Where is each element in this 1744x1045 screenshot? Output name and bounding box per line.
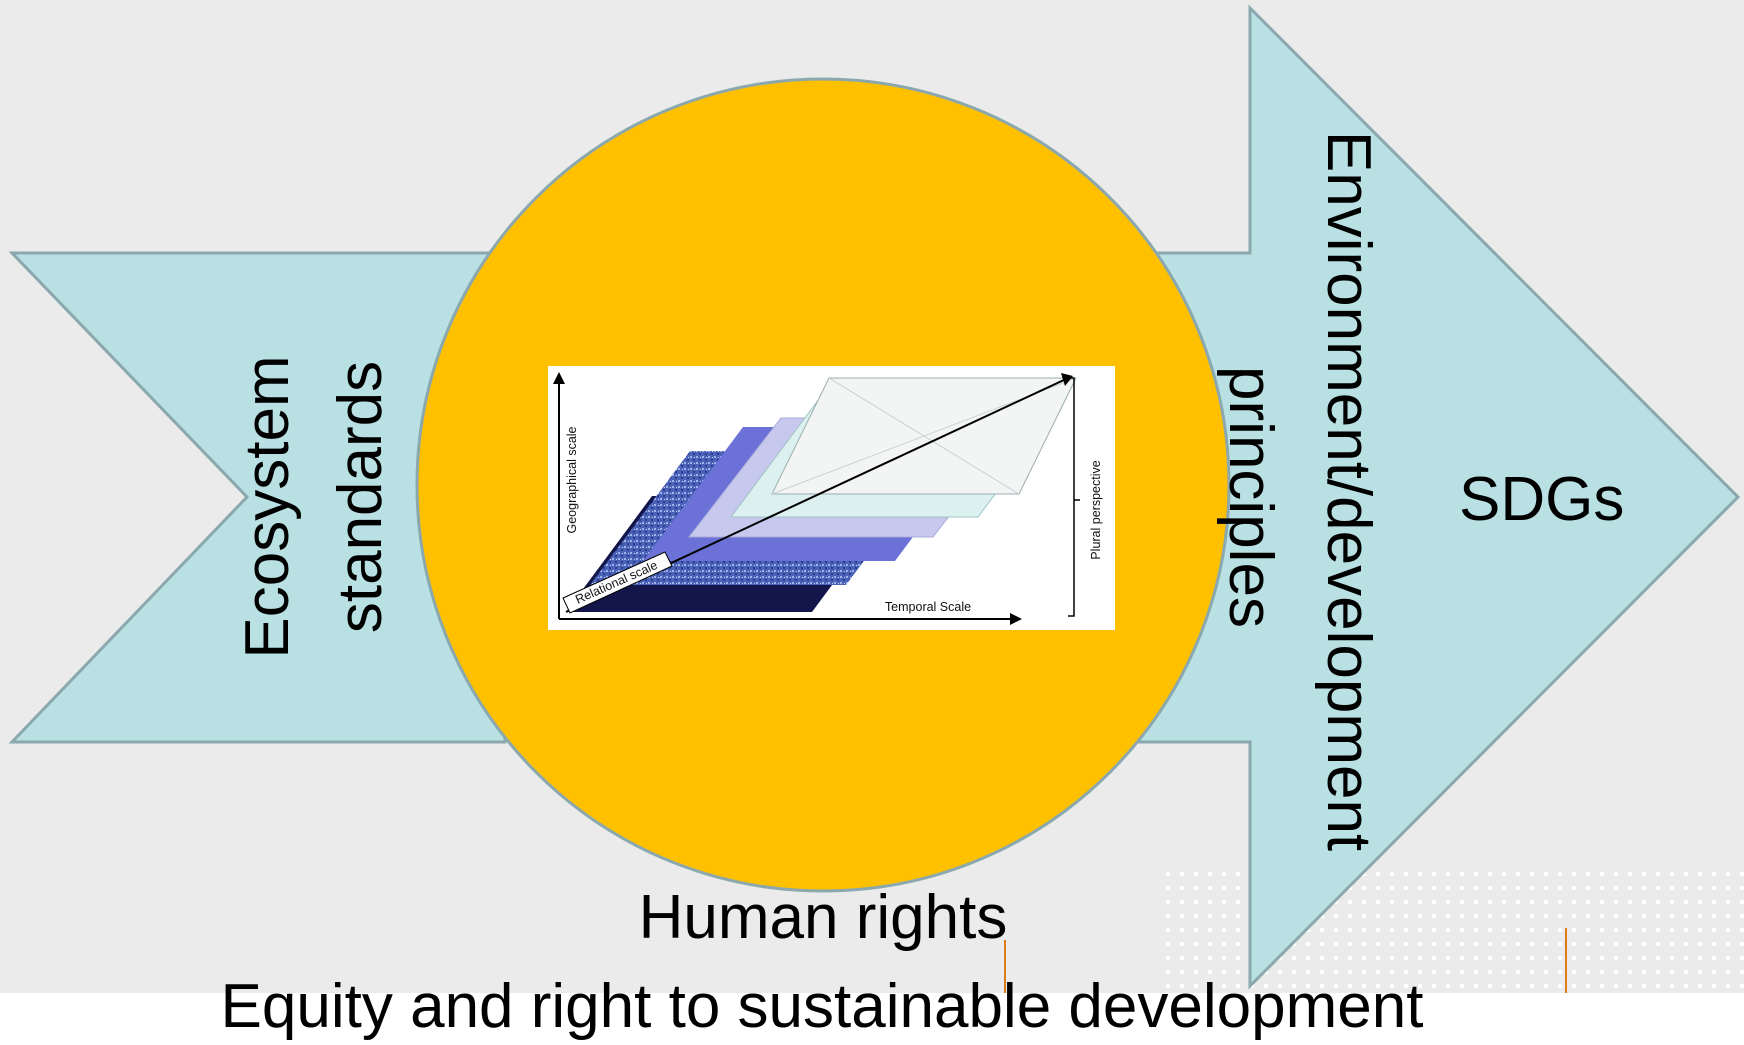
- environment-development-label: Environment/development: [1314, 131, 1383, 851]
- relational-axis-arrowhead: [1061, 373, 1073, 386]
- ecosystem-label: Ecosystem: [233, 355, 302, 658]
- temporal-scale-label: Temporal Scale: [885, 600, 971, 614]
- temporal-axis-arrowhead: [1010, 613, 1022, 625]
- plural-perspective-bracket: [1068, 377, 1080, 617]
- standards-label: standards: [326, 361, 395, 633]
- sdgs-label: SDGs: [1459, 465, 1624, 534]
- human-rights-label: Human rights: [639, 883, 1008, 952]
- left-chevron-arrow: [8, 251, 507, 744]
- principles-label: principles: [1216, 366, 1285, 628]
- geographical-scale-label: Geographical scale: [565, 426, 579, 533]
- equity-label: Equity and right to sustainable developm…: [221, 972, 1424, 1041]
- scale-figure-inset: Geographical scale Relational scale Temp…: [548, 366, 1115, 630]
- geographical-axis-arrowhead: [553, 372, 565, 384]
- relational-scale-band: [562, 551, 673, 614]
- plural-perspective-label: Plural perspective: [1089, 460, 1103, 559]
